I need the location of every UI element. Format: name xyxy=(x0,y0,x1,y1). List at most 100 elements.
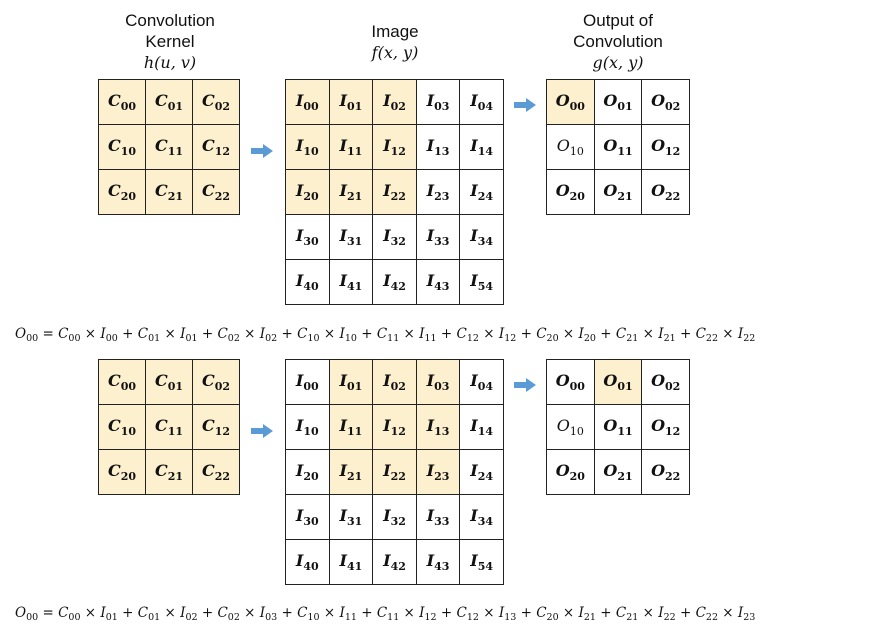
symbol-letter: I xyxy=(383,461,391,480)
symbol-subscript: 01 xyxy=(346,380,363,393)
symbol-letter: I xyxy=(578,605,584,621)
symbol-letter: O xyxy=(651,371,666,390)
plus-sign: + xyxy=(277,605,298,621)
symbol-subscript: 22 xyxy=(665,470,681,483)
kernel-cell: C02 xyxy=(193,80,240,125)
symbol-subscript: 01 xyxy=(148,612,161,623)
symbol-subscript: 32 xyxy=(390,515,406,528)
symbol-letter: I xyxy=(419,605,425,621)
symbol-letter: C xyxy=(217,605,228,621)
kernel-function-label: h(u, v) xyxy=(143,53,197,72)
symbol-subscript: 43 xyxy=(434,560,450,573)
symbol-subscript: 33 xyxy=(434,515,450,528)
symbol-subscript: 20 xyxy=(546,333,559,344)
equation-symbol: C20 xyxy=(536,326,559,344)
cell-symbol: C11 xyxy=(155,416,183,438)
symbol-subscript: 22 xyxy=(665,190,681,203)
equation-symbol: I10 xyxy=(339,326,356,344)
symbol-subscript: 20 xyxy=(569,470,585,483)
symbol-subscript: 41 xyxy=(346,280,363,293)
cell-symbol: O01 xyxy=(603,371,632,393)
image-cell: I20 xyxy=(286,450,330,495)
symbol-subscript: 01 xyxy=(167,100,184,113)
image-cell: I13 xyxy=(416,405,461,450)
equation-symbol: C11 xyxy=(377,605,399,623)
symbol-letter: O xyxy=(555,371,570,390)
symbol-subscript: 20 xyxy=(569,190,585,203)
symbol-letter: C xyxy=(456,605,467,621)
symbol-letter: I xyxy=(383,271,391,290)
symbol-subscript: 10 xyxy=(303,145,319,158)
output-header-line1: Output of xyxy=(583,11,653,30)
symbol-letter: C xyxy=(201,461,215,480)
symbol-letter: C xyxy=(297,605,308,621)
kernel-cell: C22 xyxy=(193,450,240,495)
cell-symbol: I10 xyxy=(296,416,319,438)
symbol-letter: C xyxy=(217,326,228,342)
symbol-letter: C xyxy=(154,136,168,155)
image-cell: I02 xyxy=(373,360,417,405)
equation-symbol: C01 xyxy=(138,605,161,623)
plus-sign: + xyxy=(675,326,696,342)
symbol-letter: I xyxy=(470,416,478,435)
image-cell: I43 xyxy=(416,540,461,585)
equation-symbol: I02 xyxy=(259,326,277,344)
output-cell: O22 xyxy=(642,450,691,495)
cell-symbol: O21 xyxy=(603,461,632,483)
cell-symbol: I03 xyxy=(427,91,450,113)
symbol-letter: O xyxy=(603,181,618,200)
symbol-subscript: 41 xyxy=(346,560,363,573)
equation-symbol: I22 xyxy=(738,326,755,344)
cell-symbol: O10 xyxy=(557,136,584,158)
symbol-letter: O xyxy=(603,416,618,435)
image-cell: I21 xyxy=(329,450,374,495)
symbol-subscript: 01 xyxy=(346,100,363,113)
symbol-subscript: 13 xyxy=(434,425,450,438)
symbol-subscript: 14 xyxy=(477,145,494,158)
output-header: Output of Convolution g(x, y) xyxy=(546,10,690,73)
symbol-letter: I xyxy=(295,271,304,290)
symbol-subscript: 43 xyxy=(434,280,450,293)
symbol-letter: I xyxy=(470,461,478,480)
symbol-subscript: 12 xyxy=(665,425,681,438)
symbol-letter: O xyxy=(651,136,666,155)
symbol-letter: C xyxy=(154,371,168,390)
cell-symbol: O00 xyxy=(556,371,585,393)
cell-symbol: I12 xyxy=(383,136,406,158)
symbol-letter: C xyxy=(297,326,308,342)
cell-symbol: I14 xyxy=(470,416,493,438)
symbol-letter: C xyxy=(695,605,706,621)
symbol-letter: I xyxy=(180,326,186,342)
cell-symbol: C12 xyxy=(202,136,230,158)
plus-sign: + xyxy=(595,605,616,621)
cell-symbol: I41 xyxy=(339,271,362,293)
equation-symbol: C21 xyxy=(616,605,638,623)
cell-symbol: C02 xyxy=(202,371,230,393)
image-cell: I30 xyxy=(286,495,330,540)
symbol-letter: C xyxy=(154,461,168,480)
symbol-letter: C xyxy=(536,605,547,621)
output-cell: O00 xyxy=(547,360,595,405)
symbol-letter: C xyxy=(137,326,149,342)
cell-symbol: O20 xyxy=(556,461,585,483)
symbol-subscript: 21 xyxy=(167,470,184,483)
equation-symbol: I00 xyxy=(100,326,117,344)
symbol-letter: I xyxy=(259,326,266,342)
symbol-subscript: 22 xyxy=(705,612,719,623)
symbol-subscript: 13 xyxy=(504,612,517,623)
symbol-subscript: 10 xyxy=(307,333,320,344)
output-header-line2: Convolution xyxy=(573,32,663,51)
equation-symbol: C10 xyxy=(297,326,320,344)
symbol-subscript: 10 xyxy=(569,145,584,158)
symbol-letter: I xyxy=(658,605,664,621)
symbol-letter: C xyxy=(695,326,706,342)
right-arrow-icon xyxy=(514,377,536,396)
plus-sign: + xyxy=(356,326,377,342)
symbol-letter: I xyxy=(419,326,425,342)
symbol-subscript: 12 xyxy=(504,333,517,344)
symbol-subscript: 11 xyxy=(344,612,357,623)
image-cell: I03 xyxy=(416,80,461,125)
symbol-subscript: 01 xyxy=(148,333,161,344)
convolution-equation: O00 = C00 × I01 + C01 × I02 + C02 × I03 … xyxy=(15,605,865,623)
image-cell: I40 xyxy=(286,540,330,585)
